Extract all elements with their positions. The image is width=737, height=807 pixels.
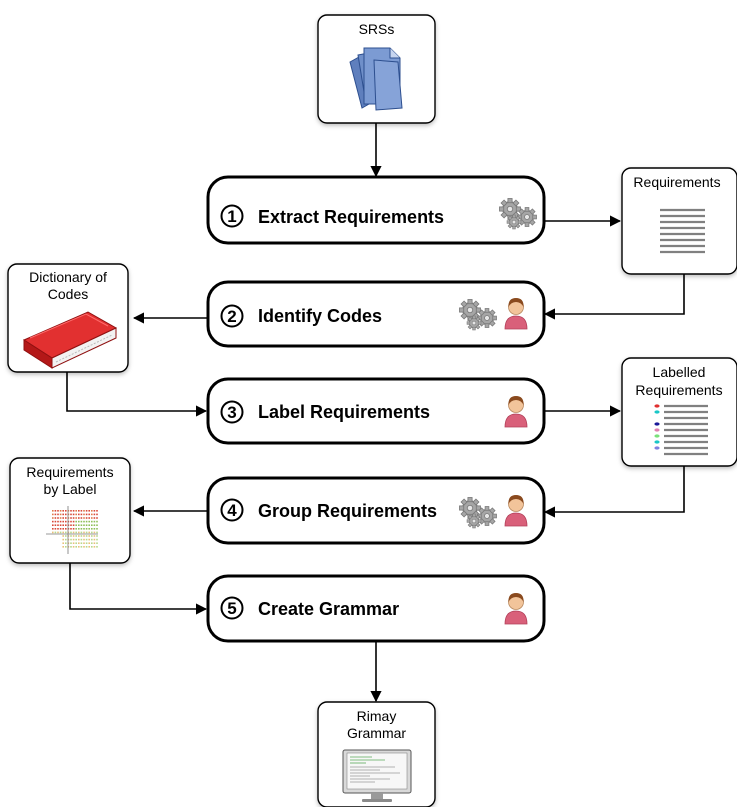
text-lines-icon bbox=[660, 208, 705, 254]
artifact-requirements: Requirements bbox=[621, 167, 737, 275]
step-1-number: 1 bbox=[227, 207, 236, 226]
step-4-label: Group Requirements bbox=[258, 501, 437, 521]
step-2-label: Identify Codes bbox=[258, 306, 382, 326]
connectors bbox=[66, 123, 685, 703]
step-5-number: 5 bbox=[227, 599, 236, 618]
colored-list-icon bbox=[654, 404, 708, 456]
by-label-label-line1: Requirements bbox=[26, 464, 113, 480]
monitor-icon bbox=[342, 749, 412, 802]
artifact-labelled: Labelled Requirements bbox=[621, 357, 737, 467]
artifact-grammar: Rimay Grammar bbox=[317, 701, 436, 807]
dictionary-label-line2: Codes bbox=[48, 286, 88, 302]
step-5: 5 Create Grammar bbox=[206, 574, 546, 643]
red-book-icon bbox=[22, 311, 118, 369]
step-4: 4 Group Requirements bbox=[206, 476, 546, 545]
step-3-label: Label Requirements bbox=[258, 402, 430, 422]
step-3: 3 Label Requirements bbox=[206, 377, 546, 445]
step-1: 1 Extract Requirements bbox=[206, 175, 546, 245]
step-4-number: 4 bbox=[227, 501, 237, 520]
step-2-number: 2 bbox=[227, 307, 236, 326]
srs-label: SRSs bbox=[359, 21, 395, 37]
by-label-label-line2: by Label bbox=[44, 481, 97, 497]
dot-matrix-icon bbox=[46, 506, 98, 554]
documents-icon bbox=[349, 47, 403, 111]
artifact-dictionary: Dictionary of Codes bbox=[7, 263, 129, 373]
arrow-bylabel-to-create bbox=[69, 563, 208, 615]
arrow-labelled-to-group bbox=[543, 466, 685, 518]
step-1-label: Extract Requirements bbox=[258, 207, 444, 227]
arrow-requirements-to-identify bbox=[543, 274, 685, 320]
labelled-label-line1: Labelled bbox=[653, 364, 706, 380]
requirements-label: Requirements bbox=[633, 174, 720, 190]
step-5-label: Create Grammar bbox=[258, 599, 399, 619]
labelled-label-line2: Requirements bbox=[635, 382, 722, 398]
grammar-label-line2: Grammar bbox=[347, 725, 406, 741]
artifact-by-label: Requirements by Label bbox=[9, 457, 131, 564]
artifact-srs: SRSs bbox=[317, 14, 436, 124]
grammar-label-line1: Rimay bbox=[357, 708, 397, 724]
step-3-number: 3 bbox=[227, 403, 236, 422]
arrow-dictionary-to-label bbox=[66, 372, 208, 417]
step-2: 2 Identify Codes bbox=[206, 280, 546, 348]
dictionary-label-line1: Dictionary of bbox=[29, 269, 107, 285]
